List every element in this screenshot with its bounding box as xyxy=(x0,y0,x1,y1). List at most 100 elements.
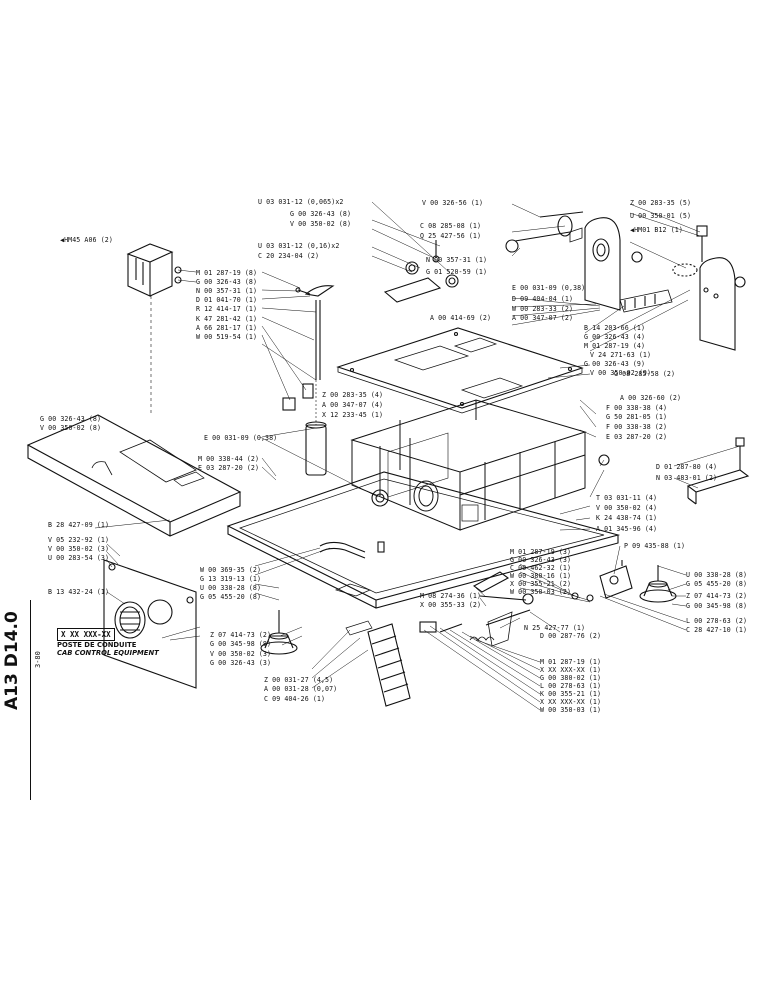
title-block: X XX XXX-XX POSTE DE CONDUITE CAB CONTRO… xyxy=(57,622,165,657)
callout-4: U 03 031-12 (0,16)x2 xyxy=(258,242,340,250)
callout-2: G 00 326-43 (8) xyxy=(290,210,352,218)
heater-panel xyxy=(103,559,197,689)
callout-26: A 00 347-07 (2) xyxy=(512,314,574,322)
callout-82: N 25 427-77 (1) xyxy=(524,624,586,632)
control-lever-assembly xyxy=(282,285,335,476)
callout-87: M 01 287-19 (1) xyxy=(540,658,602,666)
callout-48: M 00 338-44 (2) xyxy=(198,455,260,463)
callout-50: T 03 031-11 (4) xyxy=(596,494,658,502)
callout-92: X XX XXX-XX (1) xyxy=(540,698,602,706)
callout-70: G 05 455-20 (8) xyxy=(200,593,262,601)
callout-17: N 00 357-31 (1) xyxy=(196,287,258,295)
callout-74: Z 07 414-73 (2) xyxy=(210,631,272,639)
callout-10: G 01 520-59 (1) xyxy=(426,268,488,276)
callout-47: N 03 483-01 (2) xyxy=(656,474,718,482)
silent-block-right xyxy=(639,565,677,603)
support-bracket xyxy=(383,240,459,303)
callout-1: U 03 031-12 (0,065)x2 xyxy=(258,198,344,206)
callout-77: G 00 345-98 (8) xyxy=(686,602,748,610)
callout-64: W 00 350-03 (2) xyxy=(510,588,572,596)
callout-72: M 08 274-36 (1) xyxy=(420,592,482,600)
callout-78: V 00 350-02 (3) xyxy=(210,650,272,658)
callout-22: W 00 519-54 (1) xyxy=(196,333,258,341)
callout-91: K 00 355-21 (1) xyxy=(540,690,602,698)
callout-61: C 00 462-32 (1) xyxy=(510,564,572,572)
callout-34: G 08 285-58 (2) xyxy=(614,370,676,378)
title-reference: X XX XXX-XX xyxy=(57,628,115,641)
callout-20: K 47 281-42 (1) xyxy=(196,315,258,323)
pedestal-bracket-right xyxy=(619,225,746,351)
callout-58: P 09 435-88 (1) xyxy=(624,542,686,550)
callout-49: E 03 287-20 (2) xyxy=(198,464,260,472)
callout-28: G 00 326-43 (4) xyxy=(584,333,646,341)
callout-3: V 00 350-02 (8) xyxy=(290,220,352,228)
callout-42: G 50 281-05 (1) xyxy=(606,413,668,421)
callout-52: K 24 438-74 (1) xyxy=(596,514,658,522)
callout-24: D 09 404-04 (1) xyxy=(512,295,574,303)
callout-51: V 00 350-02 (4) xyxy=(596,504,658,512)
lever-boot xyxy=(345,620,411,707)
callout-85: A 00 031-28 (0,07) xyxy=(264,685,338,693)
callout-35: Z 00 283-35 (4) xyxy=(322,391,384,399)
callout-37: X 12 233-45 (1) xyxy=(322,411,384,419)
callout-33: V 00 350-02 (9) xyxy=(590,369,652,377)
callout-79: G 00 326-43 (3) xyxy=(210,659,272,667)
callout-66: G 05 455-20 (8) xyxy=(686,580,748,588)
title-english: CAB CONTROL EQUIPMENT xyxy=(57,649,159,657)
callout-59: M 01 287-19 (3) xyxy=(510,548,572,556)
callout-29: M 01 287-19 (4) xyxy=(584,342,646,350)
callout-30: V 24 271-63 (1) xyxy=(590,351,652,359)
leader-lines xyxy=(94,201,741,711)
callout-80: L 00 278-63 (2) xyxy=(686,617,748,625)
callout-21: A 66 281-17 (1) xyxy=(196,324,258,332)
callout-15: M 01 287-19 (8) xyxy=(196,269,258,277)
title-french: POSTE DE CONDUITE xyxy=(57,641,137,649)
callout-12: U 00 350-01 (5) xyxy=(630,212,692,220)
callout-8: Q 25 427-56 (1) xyxy=(420,232,482,240)
callout-84: Z 00 031-27 (4,5) xyxy=(264,676,334,684)
callout-27: B 14 203-66 (1) xyxy=(584,324,646,332)
callout-23: E 00 031-09 (0,38) xyxy=(512,284,586,292)
callout-18: D 01 041-70 (1) xyxy=(196,296,258,304)
callout-65: U 00 338-28 (8) xyxy=(686,571,748,579)
callout-38: A 00 326-60 (2) xyxy=(620,394,682,402)
callout-36: A 00 347-07 (4) xyxy=(322,401,384,409)
callout-63: X 00 355-21 (2) xyxy=(510,580,572,588)
pedestal-bracket-left xyxy=(505,211,643,311)
callout-32: G 00 326-43 (9) xyxy=(584,360,646,368)
callout-19: R 12 414-17 (1) xyxy=(196,305,258,313)
callout-93: W 00 350-03 (1) xyxy=(540,706,602,714)
callout-55: V 05 232-92 (1) xyxy=(48,536,110,544)
callout-73: X 00 355-33 (2) xyxy=(420,601,482,609)
callout-68: G 13 319-13 (1) xyxy=(200,575,262,583)
callout-89: G 00 380-02 (1) xyxy=(540,674,602,682)
top-cover-panel xyxy=(336,327,584,414)
callout-75: G 00 345-98 (8) xyxy=(210,640,272,648)
callout-76: Z 07 414-73 (2) xyxy=(686,592,748,600)
sheet-code: A13 D14.0 xyxy=(2,611,22,710)
callout-31: A 00 414-69 (2) xyxy=(430,314,492,322)
callout-44: E 03 287-20 (2) xyxy=(606,433,668,441)
callout-54: B 28 427-09 (1) xyxy=(48,521,110,529)
callout-62: W 00 380-16 (1) xyxy=(510,572,572,580)
cab-floor-plate xyxy=(226,471,621,609)
cab-frame xyxy=(350,399,587,531)
callout-45: E 00 031-09 (0,38) xyxy=(204,434,278,442)
callout-6: V 00 326-56 (1) xyxy=(422,199,484,207)
sheet-side-margin xyxy=(6,600,31,800)
callout-60: G 00 326-43 (3) xyxy=(510,556,572,564)
callout-7: C 08 285-08 (1) xyxy=(420,222,482,230)
callout-53: A 01 345-96 (4) xyxy=(596,525,658,533)
callout-86: C 09 404-26 (1) xyxy=(264,695,326,703)
rear-console xyxy=(26,414,242,537)
callout-13: ◀HM01 B12 (1) xyxy=(630,226,683,234)
callout-46: D 01 287-80 (4) xyxy=(656,463,718,471)
callout-88: X XX XXX-XX (1) xyxy=(540,666,602,674)
callout-11: Z 00 283-35 (5) xyxy=(630,199,692,207)
control-switch-box xyxy=(599,560,633,599)
callout-67: W 00 369-35 (2) xyxy=(200,566,262,574)
callout-25: W 00 283-33 (2) xyxy=(512,305,574,313)
callout-41: V 00 350-02 (8) xyxy=(40,424,102,432)
